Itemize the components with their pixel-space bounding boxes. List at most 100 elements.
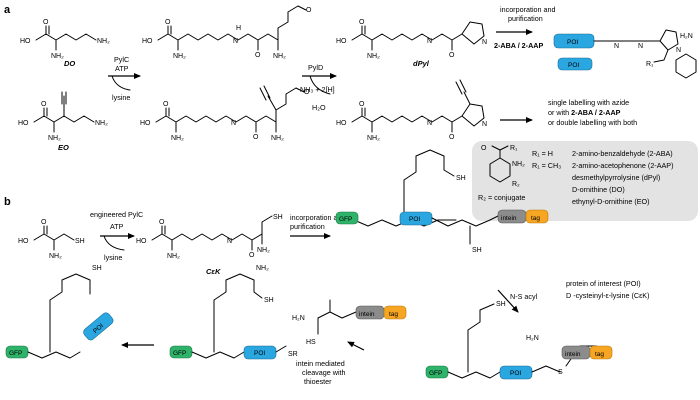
intein-cleavage-line1: intein mediated [296,359,345,368]
svg-text:SH: SH [92,265,102,272]
atp-b-label: ATP [110,222,124,231]
svg-text:O: O [159,219,165,226]
h2o-label: H₂O [312,103,326,112]
svg-text:GFP: GFP [339,216,352,223]
d-cysteine-structure: HO O NH₂ SH [18,219,85,260]
svg-text:O: O [449,52,455,59]
intermediate-top: HO O NH₂ O H N NH₂ O [142,5,312,60]
svg-text:tag: tag [389,311,398,318]
svg-text:H₂N: H₂N [680,33,693,40]
svg-text:POI: POI [567,39,578,46]
svg-text:HO: HO [336,38,347,45]
svg-text:O: O [481,145,487,152]
svg-text:HO: HO [142,38,153,45]
svg-text:N: N [233,38,238,45]
labelling-line1: single labelling with azide [548,98,629,107]
intermediate-bottom: HO O NH₂ O N NH₂ O [140,85,310,142]
svg-text:O: O [165,19,171,26]
svg-text:NH₂: NH₂ [367,135,380,142]
do-label: DO [64,59,75,68]
svg-text:GFP: GFP [429,370,442,377]
legend-r1-h: R₁ = H [532,149,553,158]
svg-text:O: O [43,19,49,26]
panel-label-b: b [4,196,11,208]
svg-text:O: O [449,134,455,141]
svg-text:NH₂: NH₂ [48,135,61,142]
svg-text:NH₂: NH₂ [167,253,180,260]
labelled-protein-a: POI POI N N N H₂N R₁ [553,29,697,79]
svg-text:S: S [558,369,563,376]
svg-text:O: O [359,19,365,26]
panel-label-a: a [4,4,11,16]
lysine-label: lysine [112,93,130,102]
tag-box-1 [525,209,549,224]
svg-text:NH₂: NH₂ [97,38,110,45]
svg-text:O: O [304,89,310,96]
svg-text:NH₂: NH₂ [49,253,62,260]
svg-text:intein: intein [565,351,581,358]
svg-text:HO: HO [18,238,29,245]
svg-text:GFP: GFP [173,350,186,357]
gfp-box-1 [335,211,359,225]
svg-text:POI: POI [409,216,420,223]
svg-text:R₁: R₁ [510,145,518,152]
svg-text:intein: intein [501,215,517,222]
svg-text:O: O [359,101,365,108]
svg-text:HO: HO [20,38,31,45]
nh3-curve [309,75,331,95]
intein-cleavage-line3: thioester [304,377,332,386]
svg-text:N: N [638,43,643,50]
eo-label: EO [58,143,69,152]
pyld-label: PylD [308,63,323,72]
tag-box-3 [383,305,407,320]
fusion-construct-b: GFP POI intein tag SH SH [335,149,549,254]
svg-text:O: O [255,52,261,59]
svg-text:POI: POI [254,350,265,357]
svg-text:O: O [306,7,312,14]
incorporation-a-line1: incorporation and [500,5,556,14]
legend-aap: 2-amino-acetophenone (2-AAP) [572,161,673,170]
svg-text:N: N [482,121,487,128]
svg-text:HO: HO [18,120,29,127]
svg-text:N: N [427,120,432,127]
svg-text:H₂N: H₂N [526,335,539,342]
svg-text:H₂N: H₂N [292,315,305,322]
svg-text:N: N [614,43,619,50]
svg-text:NH₂: NH₂ [51,53,64,60]
poi-box-2 [557,57,593,71]
svg-text:NH₂: NH₂ [367,53,380,60]
cyclic-product: GFP POI SH [5,265,114,359]
legend-eo: ethynyl-D-ornithine (EO) [572,197,650,206]
svg-text:SH: SH [264,297,274,304]
n-s-acyl-arrow [497,289,519,313]
svg-text:HS: HS [306,339,316,346]
glossary-poi: protein of interest (POI) [566,279,641,288]
svg-text:N: N [227,238,232,245]
intein-cleavage-arrow [347,341,365,351]
svg-text:GFP: GFP [9,350,22,357]
lysine-b-label: lysine [104,253,122,262]
svg-text:POI: POI [568,62,579,69]
poi-box-6 [83,312,114,341]
poi-box-4 [499,365,533,380]
svg-text:tag: tag [595,351,604,358]
svg-text:H: H [236,25,241,32]
svg-text:NH₂: NH₂ [257,247,270,254]
incorporation-b-line1: incorporation and [290,213,346,222]
svg-text:SH: SH [456,175,466,182]
svg-text:N: N [427,38,432,45]
svg-text:N: N [482,39,487,46]
svg-text:tag: tag [531,215,540,222]
svg-text:O: O [41,219,47,226]
svg-text:R₂: R₂ [512,181,520,188]
legend-box: O R₁ NH₂ R₂ R₁ = H R₁ = CH₃ R₂ = conjuga… [472,141,698,221]
svg-text:N: N [231,120,236,127]
glossary-cek: D -cysteinyl-ε-lysine (CεK) [566,291,649,300]
do-structure: HO O NH₂ NH₂ DO [20,19,110,68]
svg-text:SH: SH [75,238,85,245]
pylc-label: PylC [114,55,129,64]
svg-text:NH₂: NH₂ [256,265,269,272]
legend-r1-ch3: R₁ = CH₃ [532,161,561,170]
svg-text:SH: SH [496,301,506,308]
